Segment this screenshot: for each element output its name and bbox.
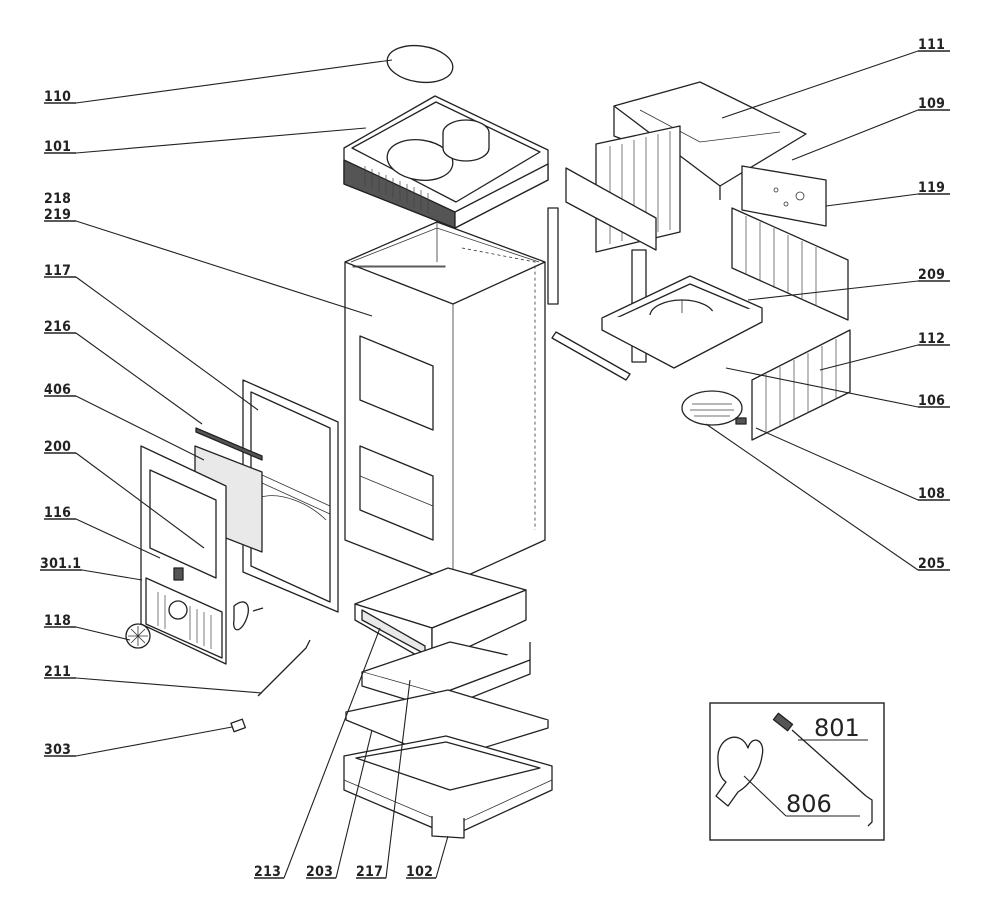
label-116: 116: [44, 505, 71, 521]
label-109: 109: [918, 96, 945, 112]
part-labels: 110 101 218 219 117 216 406 200 116 301.…: [40, 37, 945, 880]
label-200: 200: [44, 439, 71, 455]
part-109-back-liner: [741, 165, 827, 227]
label-108: 108: [918, 486, 945, 502]
part-303-knob: [230, 718, 246, 733]
label-216: 216: [44, 319, 71, 335]
label-211: 211: [44, 664, 71, 680]
part-216-gasket: [195, 427, 263, 461]
label-205: 205: [918, 556, 945, 572]
part-219-inner-frame: [461, 247, 536, 530]
label-801: 801: [814, 714, 860, 742]
label-117: 117: [44, 263, 71, 279]
label-301-1: 301.1: [40, 556, 81, 572]
label-111: 111: [918, 37, 945, 53]
label-806: 806: [786, 790, 832, 818]
label-112: 112: [918, 331, 945, 347]
label-119: 119: [918, 180, 945, 196]
part-108-side-liner: [751, 329, 851, 441]
label-102: 102: [406, 864, 433, 880]
part-116-door: [140, 445, 227, 665]
label-218: 218: [44, 191, 71, 207]
label-106: 106: [918, 393, 945, 409]
part-209-grate-frame: [601, 275, 763, 369]
part-218-body-casing: [344, 221, 546, 583]
part-301-1-lever: [233, 601, 264, 631]
label-209: 209: [918, 267, 945, 283]
part-118-air-control-wheel: [125, 623, 151, 649]
label-101: 101: [44, 139, 71, 155]
label-110: 110: [44, 89, 71, 105]
part-102-pedestal: [343, 735, 553, 839]
label-406: 406: [44, 382, 71, 398]
part-205-round-grate: [681, 390, 747, 426]
part-806-glove: [715, 736, 764, 807]
label-118: 118: [44, 613, 71, 629]
label-213: 213: [254, 864, 281, 880]
part-211-handle-rod: [257, 639, 311, 697]
label-217: 217: [356, 864, 383, 880]
part-801-poker: [772, 712, 873, 827]
leader-lines: [40, 50, 950, 879]
label-303: 303: [44, 742, 71, 758]
label-219: 219: [44, 207, 71, 223]
label-203: 203: [306, 864, 333, 880]
tools-inset-box: [709, 702, 885, 841]
part-110-cover-plate: [386, 44, 454, 84]
part-101-top-plate: [343, 95, 549, 229]
